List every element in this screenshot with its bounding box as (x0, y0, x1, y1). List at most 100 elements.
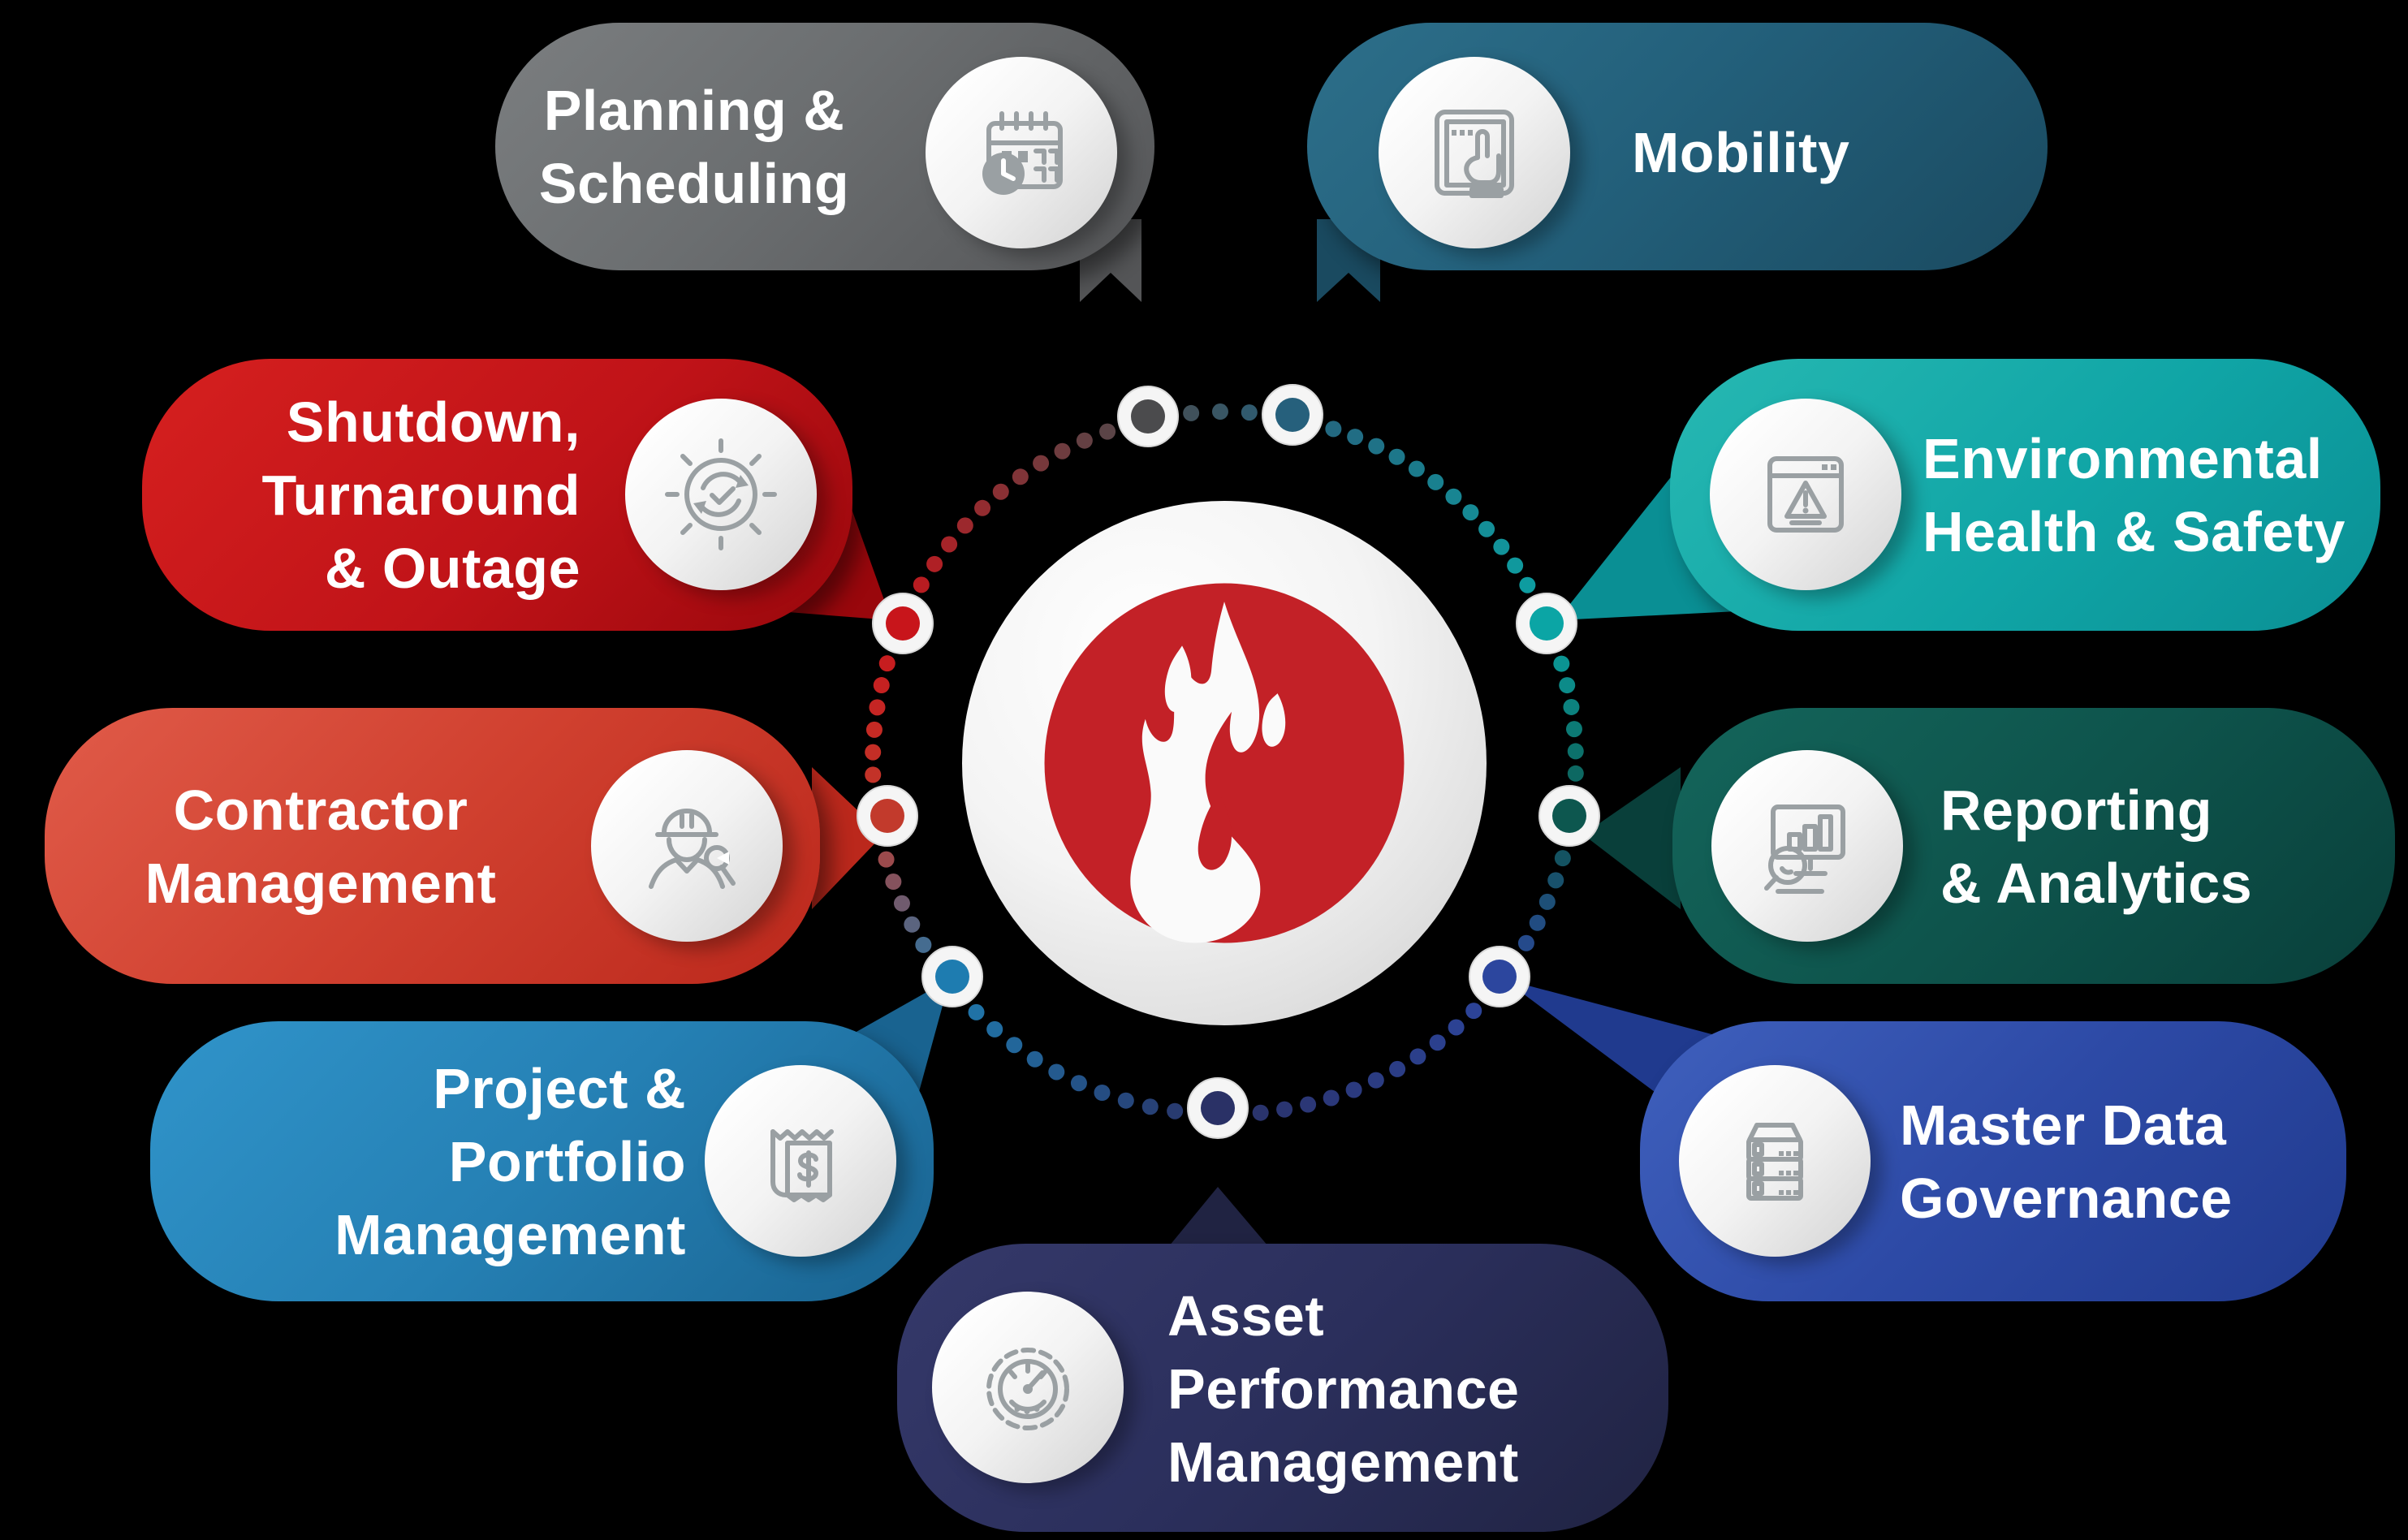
ring-dot (1345, 1081, 1362, 1098)
ring-dot (1026, 1050, 1043, 1068)
ring-node-center-mobility (1275, 398, 1310, 432)
reporting-analytics-label: Reporting & Analytics (1940, 779, 2253, 915)
ring-dot (873, 677, 890, 694)
ring-dot (865, 744, 882, 761)
ring-dot (1445, 488, 1462, 505)
flame-logo-icon (1044, 583, 1405, 943)
ring-dot (878, 655, 895, 672)
ring-dot (1252, 1104, 1269, 1121)
server-rack-icon (1746, 1123, 1803, 1201)
environmental-health-safety-badge (1710, 399, 1901, 590)
receipt-dollar-icon (770, 1129, 834, 1202)
ring-dot (1559, 677, 1576, 694)
ring-dot (1462, 504, 1479, 521)
ring-dot (1241, 404, 1258, 421)
ring-dot (1565, 721, 1582, 738)
flame-inner (1198, 792, 1232, 870)
worker-wrench-icon (649, 809, 736, 889)
asset-performance-management-badge (932, 1292, 1124, 1483)
ring-dot (865, 721, 883, 738)
flame-logo-circle (1044, 583, 1405, 943)
master-data-governance-label: Master Data Governance (1900, 1094, 2233, 1230)
ring-node-asset-performance-management (1187, 1077, 1249, 1139)
ring-node-center-environmental-health-safety (1530, 606, 1564, 641)
mobility-badge (1379, 57, 1570, 248)
bubble-tail-contractor-management (812, 767, 883, 909)
ring-dot (869, 699, 886, 716)
ring-node-contractor-management (857, 785, 918, 847)
ring-node-project-portfolio-management (921, 946, 983, 1007)
ring-node-environmental-health-safety (1516, 593, 1577, 654)
ring-dot (926, 555, 943, 572)
browser-warning-icon (1767, 456, 1844, 533)
ring-node-center-reporting-analytics (1552, 799, 1586, 833)
ring-node-center-planning-scheduling (1131, 399, 1165, 434)
touchscreen-hand-icon (1435, 110, 1514, 198)
ring-dot (1547, 872, 1564, 889)
gear-sync-check-icon (665, 438, 777, 550)
ring-dot (1347, 429, 1364, 446)
ring-dot (992, 483, 1009, 500)
ring-node-planning-scheduling (1117, 386, 1179, 447)
bubble-tail-reporting-analytics (1583, 767, 1681, 909)
ring-dot (1076, 432, 1093, 449)
ring-dot (1478, 520, 1495, 537)
ring-dot (1538, 893, 1556, 910)
ring-dot (1465, 1003, 1482, 1020)
monitor-chart-magnifier-icon (1764, 805, 1845, 894)
ring-dot (1517, 934, 1534, 951)
ring-dot (1408, 460, 1425, 477)
ring-dot (1167, 1102, 1184, 1119)
ring-dot (1070, 1075, 1087, 1092)
ring-node-center-asset-performance-management (1201, 1091, 1235, 1125)
ring-dot (1427, 473, 1444, 490)
asset-performance-management-label: Asset Performance Management (1167, 1284, 1520, 1494)
ring-dot (1211, 403, 1228, 421)
project-portfolio-management-badge (705, 1065, 896, 1257)
ring-dot (1367, 1072, 1384, 1089)
ring-node-reporting-analytics (1538, 785, 1600, 847)
ring-dot (1276, 1101, 1293, 1118)
ring-dot (1429, 1034, 1446, 1051)
ring-dot (1553, 655, 1570, 672)
ring-dot (1183, 404, 1200, 421)
ring-dot (1409, 1048, 1426, 1065)
ring-dot (1507, 557, 1524, 574)
ring-dot (1567, 743, 1584, 760)
calendar-clock-icon (982, 111, 1063, 195)
shutdown-turnaround-outage-badge (625, 399, 817, 590)
ring-dot (885, 874, 902, 891)
ring-dot (1567, 765, 1584, 782)
reporting-analytics-badge (1711, 750, 1903, 942)
ring-dot (893, 895, 910, 912)
ring-dot (1141, 1098, 1159, 1115)
ring-dot (1448, 1019, 1465, 1036)
ring-dot (915, 936, 932, 953)
ring-dot (1094, 1084, 1111, 1101)
flame-spark-right (1262, 693, 1286, 747)
ring-dot (1554, 850, 1571, 867)
mobility-label: Mobility (1632, 121, 1850, 184)
ring-dot (1300, 1096, 1317, 1113)
ring-dot (1368, 438, 1385, 455)
ring-node-shutdown-turnaround-outage (872, 593, 934, 654)
ring-node-center-master-data-governance (1482, 960, 1517, 994)
ring-dot (904, 916, 921, 933)
project-portfolio-management-label: Project & Portfolio Management (334, 1057, 686, 1266)
gauge-gear-icon (986, 1348, 1069, 1430)
contractor-management-badge (591, 750, 783, 942)
ring-dot (956, 517, 973, 534)
ring-dot (1529, 914, 1546, 931)
ring-node-center-project-portfolio-management (935, 960, 969, 994)
environmental-health-safety-label: Environmental Health & Safety (1923, 427, 2345, 563)
ring-dot (968, 1003, 985, 1020)
planning-scheduling-badge (926, 57, 1117, 248)
ring-dot (986, 1020, 1003, 1037)
ring-dot (1048, 1063, 1065, 1081)
ring-dot (1563, 698, 1580, 715)
ring-node-master-data-governance (1469, 946, 1530, 1007)
shutdown-turnaround-outage-label: Shutdown, Turnaround & Outage (261, 390, 580, 600)
ring-dot (1493, 538, 1510, 555)
flame-main (1130, 602, 1261, 943)
ring-dot (941, 536, 958, 553)
